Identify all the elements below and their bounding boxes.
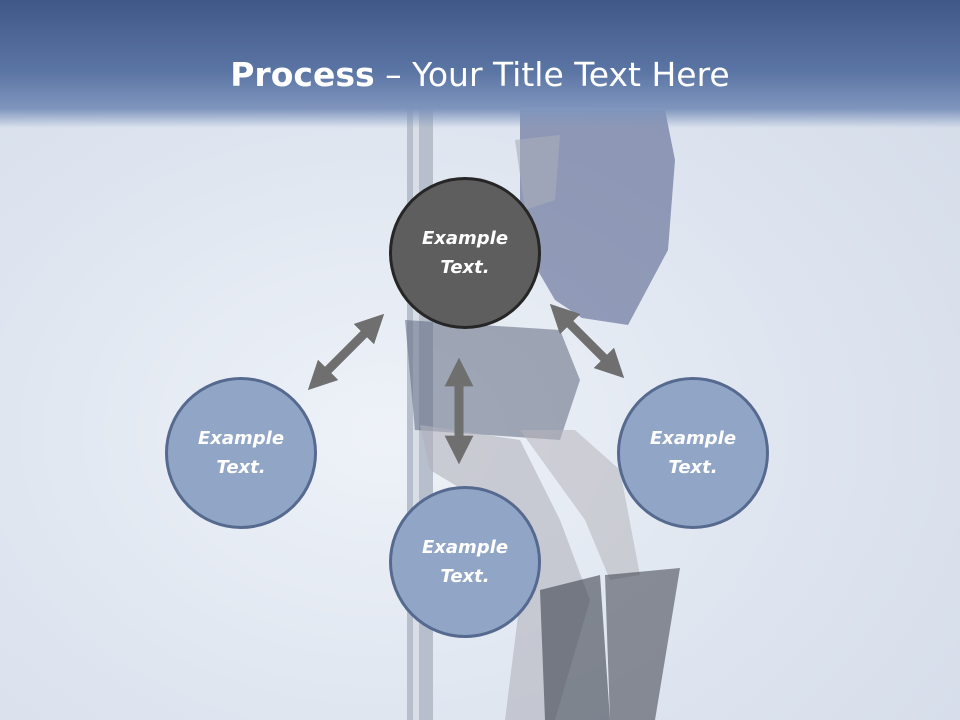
title-bar: [0, 0, 960, 128]
node-left-line1: Example: [197, 428, 285, 449]
arrow-top-right: [549, 303, 625, 379]
arrow-top-left: [307, 313, 385, 391]
node-right-line1: Example: [649, 428, 737, 449]
node-bottom-line1: Example: [421, 537, 509, 558]
figure-skin: [515, 135, 560, 210]
node-left-line2: Text.: [216, 457, 266, 478]
node-top-line1: Example: [421, 228, 509, 249]
figure-torso: [520, 110, 675, 325]
slide-title: Process – Your Title Text Here: [0, 50, 960, 100]
title-bold-part: Process: [230, 55, 375, 94]
figure-boot-left: [540, 575, 610, 720]
node-bottom-line2: Text.: [440, 566, 490, 587]
figure-boot-right: [605, 568, 680, 720]
title-rest-part: – Your Title Text Here: [374, 55, 730, 94]
figure-leg-right: [520, 430, 640, 580]
node-top-line2: Text.: [440, 257, 490, 278]
node-right-line2: Text.: [668, 457, 718, 478]
